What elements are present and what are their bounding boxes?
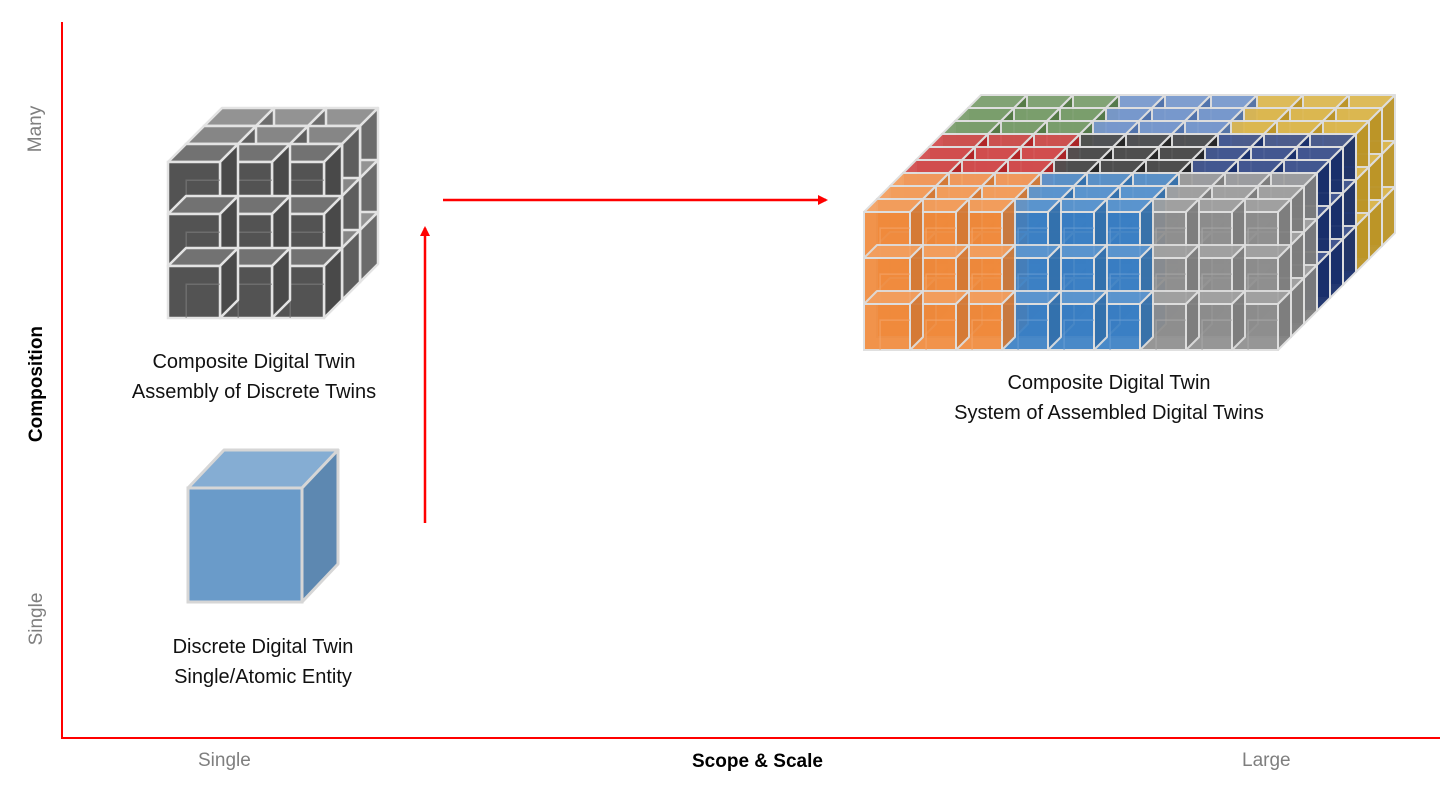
- system-unit-cube: [863, 290, 924, 351]
- composite-unit-cube: [166, 194, 240, 268]
- discrete-twin-cube: [186, 448, 340, 604]
- composite-twin-cube: [166, 106, 380, 320]
- cube-inner-edge: [1155, 319, 1186, 350]
- composite-unit-cube: [166, 246, 240, 320]
- discrete-twin-subtitle: Single/Atomic Entity: [174, 666, 352, 688]
- cube-inner-edge: [1063, 319, 1094, 350]
- cube-front-face: [863, 303, 911, 351]
- discrete-twin-caption: Discrete Digital Twin Single/Atomic Enti…: [113, 632, 413, 692]
- cube-inner-edge: [1201, 319, 1232, 350]
- x-axis-line: [61, 737, 1440, 739]
- cube-inner-edge: [1247, 319, 1278, 350]
- cube-front-face: [166, 264, 222, 320]
- system-twin-caption: Composite Digital Twin System of Assembl…: [909, 368, 1309, 428]
- composite-twin-subtitle: Assembly of Discrete Twins: [131, 381, 377, 403]
- x-axis-low-label: Single: [198, 750, 251, 771]
- composite-twin-caption: Composite Digital Twin Assembly of Discr…: [104, 347, 404, 407]
- system-twin-title: Composite Digital Twin: [1007, 372, 1211, 394]
- cube-front-face: [186, 486, 304, 604]
- cube-inner-edge: [1109, 319, 1140, 350]
- composite-twin-title: Composite Digital Twin: [152, 351, 356, 373]
- cube-inner-edge: [185, 283, 220, 318]
- system-twin-block: [863, 94, 1396, 351]
- arrows-layer: [420, 195, 828, 523]
- cube-inner-edge: [971, 319, 1002, 350]
- cube-inner-edge: [1017, 319, 1048, 350]
- discrete-cube-shape: [186, 448, 340, 604]
- x-axis-title: Scope & Scale: [692, 751, 823, 772]
- system-twin-subtitle: System of Assembled Digital Twins: [954, 402, 1264, 424]
- cube-inner-edge: [925, 319, 956, 350]
- cube-inner-edge: [879, 319, 910, 350]
- x-axis-high-label: Large: [1242, 750, 1291, 771]
- y-axis-line: [61, 22, 63, 739]
- discrete-twin-title: Discrete Digital Twin: [172, 636, 354, 658]
